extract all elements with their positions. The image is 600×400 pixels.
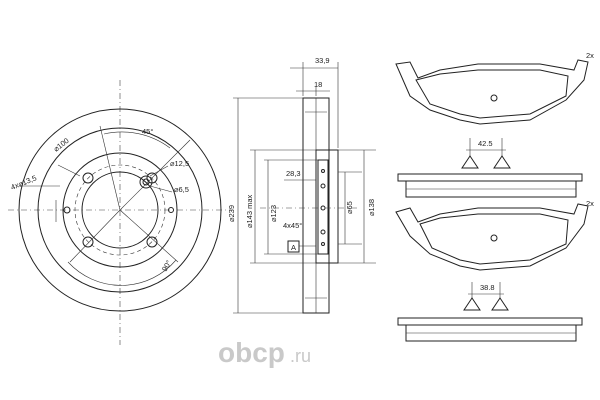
angle-45-label: 45° <box>142 127 153 136</box>
brake-pad-bottom <box>395 203 589 342</box>
watermark-domain: .ru <box>290 346 311 366</box>
dia-239-label: ⌀239 <box>227 205 236 222</box>
dim-33-9-label: 33,9 <box>315 56 330 65</box>
watermark-brand: obcp <box>218 337 285 368</box>
disc-section-view <box>233 62 376 314</box>
pad-bottom-qty: 2x <box>586 199 594 208</box>
datum-a-label: A <box>291 243 296 252</box>
pad-bottom-width: 38.8 <box>480 283 495 292</box>
chamfer-label: 4x45° <box>283 221 302 230</box>
dia-6-5-label: ⌀6,5 <box>174 185 189 194</box>
dia-12-5-label: ⌀12,5 <box>170 159 189 168</box>
pad-top-qty: 2x <box>586 51 594 60</box>
dim-28-3-label: 28,3 <box>286 169 301 178</box>
dia-100-label: ⌀100 <box>52 136 71 154</box>
disc-front-view <box>8 80 232 345</box>
dia-123-label: ⌀123 <box>269 205 278 222</box>
dim-18-label: 18 <box>314 80 322 89</box>
dia-65-label: ⌀65 <box>345 201 354 214</box>
watermark-logo: obcp .ru <box>218 337 311 368</box>
angle-90-label: 90° <box>160 259 173 273</box>
holes-4x-13-5-label: 4x⌀13,5 <box>9 173 37 191</box>
dia-138-label: ⌀138 <box>367 199 376 216</box>
dia-143-max-label: ⌀143 max <box>245 194 254 228</box>
pad-top-width: 42.5 <box>478 139 493 148</box>
brake-pad-top <box>395 59 589 198</box>
